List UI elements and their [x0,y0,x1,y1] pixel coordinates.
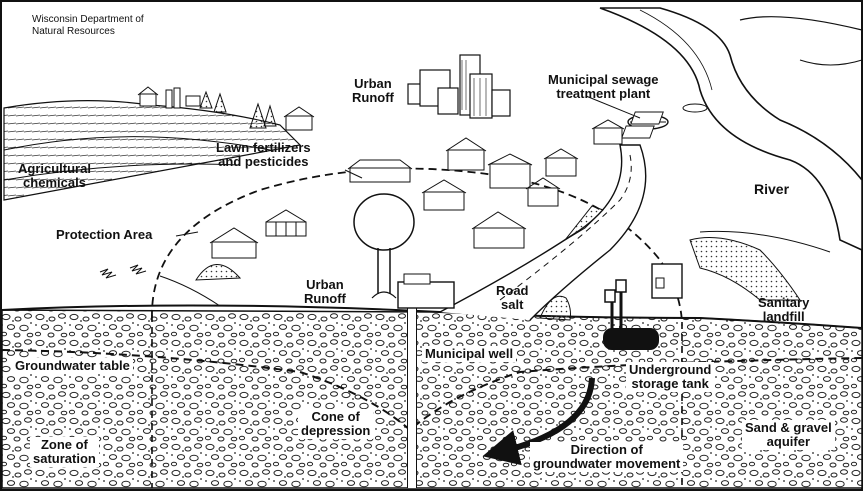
river-label: River [754,182,789,196]
aquifer-gravel [2,310,862,488]
sewage-plant-label: Municipal sewage treatment plant [548,73,659,101]
sand-gravel-aquifer-label: Sand & gravel aquifer [742,420,835,450]
cone-of-depression-label: Cone of depression [298,409,373,439]
municipal-well-shaft [408,305,416,488]
lawn-fertilizers-label: Lawn fertilizers and pesticides [216,141,311,169]
municipal-well-label: Municipal well [422,346,516,362]
agricultural-chemicals-label: Agricultural chemicals [18,162,91,190]
groundwater-movement-label: Direction of groundwater movement [530,442,683,472]
road-salt-label: Road salt [496,284,529,312]
urban-runoff-mid-label: Urban Runoff [304,278,346,306]
urban-runoff-top-label: Urban Runoff [352,77,394,105]
groundwater-table-label: Groundwater table [12,358,133,374]
sanitary-landfill-label: Sanitary landfill [758,296,809,324]
credit-text: Wisconsin Department of Natural Resource… [32,14,144,38]
gas-station [652,264,682,298]
storage-tank-label: Underground storage tank [626,362,714,392]
protection-area-label: Protection Area [56,228,152,242]
zone-of-saturation-label: Zone of saturation [30,437,99,467]
